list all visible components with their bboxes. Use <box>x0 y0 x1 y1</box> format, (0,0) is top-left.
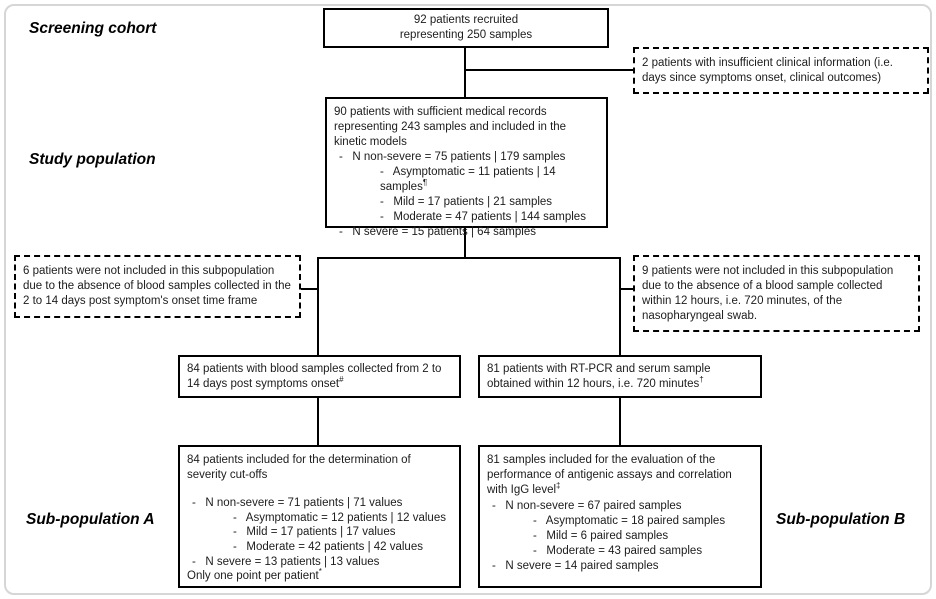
connector-junction-to-subpop-b <box>619 257 621 355</box>
list-item: - Mild = 17 patients | 17 values <box>233 526 396 539</box>
label-sub-population-b: Sub-population B <box>776 511 906 528</box>
list-item: - N severe = 14 paired samples <box>492 560 659 573</box>
box-subpop-b-details: 81 samples included for the evaluation o… <box>478 445 762 588</box>
connector-recruited-to-study <box>464 46 466 97</box>
list-item: - N non-severe = 67 paired samples <box>492 499 682 512</box>
list-item: - Moderate = 43 paired samples <box>533 545 703 558</box>
box-screening-cohort: 92 patients recruited representing 250 s… <box>323 8 609 48</box>
connector-junction-to-subpop-a <box>317 257 319 355</box>
list-item: - N non-severe = 71 patients | 71 values <box>192 497 403 510</box>
list-item: - Mild = 17 patients | 21 samples <box>380 196 553 208</box>
list-item: - Moderate = 47 patients | 144 samples <box>380 211 586 223</box>
box-exclusion-subpop-a: 6 patients were not included in this sub… <box>14 255 301 318</box>
box-subpop-a-details: 84 patients included for the determinati… <box>178 445 461 588</box>
connector-branch-exclusion-top <box>465 69 633 71</box>
label-sub-population-a: Sub-population A <box>26 511 155 528</box>
list-item: - N severe = 15 patients | 64 samples <box>339 226 536 238</box>
study-population-intro: 90 patients with sufficient medical reco… <box>334 106 567 148</box>
box-exclusion-subpop-b: 9 patients were not included in this sub… <box>633 255 920 332</box>
subpop-a-inclusion-text: 84 patients with blood samples collected… <box>187 363 442 390</box>
box-subpop-b-inclusion: 81 patients with RT-PCR and serum sample… <box>478 355 762 398</box>
list-item: - N severe = 13 patients | 13 values <box>192 555 380 568</box>
box-study-population: 90 patients with sufficient medical reco… <box>325 97 608 238</box>
list-item: - Asymptomatic = 18 paired samples <box>533 514 726 527</box>
list-item: - Mild = 6 paired samples <box>533 530 669 543</box>
list-item: - Asymptomatic = 11 patients | 14 sample… <box>380 166 559 193</box>
exclusion-subpop-b-text: 9 patients were not included in this sub… <box>642 265 894 322</box>
list-item: - Moderate = 42 patients | 42 values <box>233 540 423 553</box>
exclusion-subpop-a-text: 6 patients were not included in this sub… <box>23 265 291 307</box>
connector-subpop-a-down <box>317 397 319 446</box>
connector-subpop-b-down <box>619 397 621 446</box>
connector-junction-bar <box>317 257 621 259</box>
connector-study-to-junction <box>464 227 466 259</box>
connector-exclusion-right-stub <box>620 288 634 290</box>
blank-line <box>187 482 452 496</box>
connector-exclusion-left-stub <box>300 288 318 290</box>
subpop-b-details-intro: 81 samples included for the evaluation o… <box>487 454 732 497</box>
box-exclusion-clinical-info: 2 patients with insufficient clinical in… <box>633 47 929 94</box>
list-item: - Asymptomatic = 12 patients | 12 values <box>233 511 446 524</box>
subpop-a-details-footer: Only one point per patient* <box>187 567 322 583</box>
label-screening-cohort: Screening cohort <box>29 20 157 37</box>
recruited-line-1: 92 patients recruited <box>413 14 519 26</box>
list-item: - N non-severe = 75 patients | 179 sampl… <box>339 151 566 163</box>
box-subpop-a-inclusion: 84 patients with blood samples collected… <box>178 355 461 398</box>
figure-frame <box>4 4 932 595</box>
exclusion-clinical-info-text: 2 patients with insufficient clinical in… <box>642 57 893 84</box>
subpop-b-inclusion-text: 81 patients with RT-PCR and serum sample… <box>487 363 711 390</box>
recruited-line-2: representing 250 samples <box>399 29 533 41</box>
subpop-a-details-intro: 84 patients included for the determinati… <box>187 454 411 481</box>
label-study-population: Study population <box>29 151 156 168</box>
